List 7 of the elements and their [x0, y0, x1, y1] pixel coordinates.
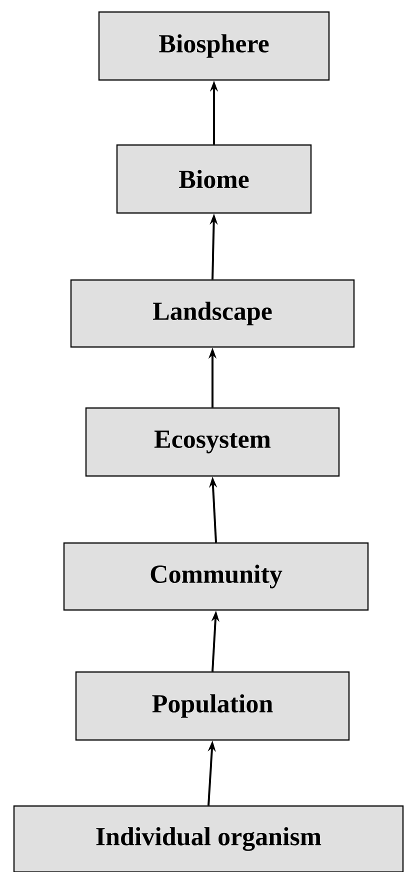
level-box: Population [75, 671, 350, 741]
level-box: Ecosystem [85, 407, 340, 477]
level-box: Landscape [70, 279, 355, 348]
level-box: Biome [116, 144, 312, 214]
level-box: Community [63, 542, 369, 611]
level-box: Biosphere [98, 11, 330, 81]
level-box: Individual organism [13, 805, 404, 872]
